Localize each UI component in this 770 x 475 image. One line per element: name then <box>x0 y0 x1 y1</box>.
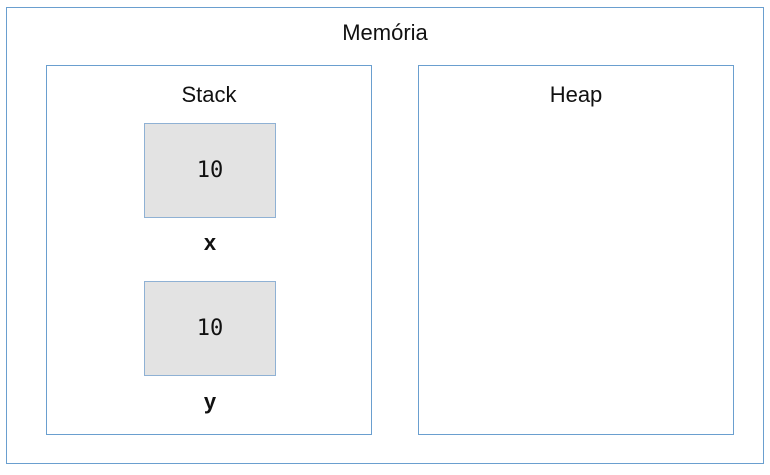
variable-y-label: y <box>203 389 217 414</box>
variable-x-cell: 10 <box>144 123 276 218</box>
variable-x-value: 10 <box>196 158 224 183</box>
variable-x-label: x <box>203 230 217 255</box>
memory-box: Memória Stack 10 x 10 y Heap <box>6 7 764 464</box>
stack-region: Stack 10 x 10 y <box>46 65 372 435</box>
variable-y-cell: 10 <box>144 281 276 376</box>
heap-region: Heap <box>418 65 734 435</box>
stack-title: Stack <box>181 82 237 107</box>
memory-title: Memória <box>342 20 428 45</box>
heap-title: Heap <box>549 82 603 107</box>
variable-y-value: 10 <box>196 316 224 341</box>
